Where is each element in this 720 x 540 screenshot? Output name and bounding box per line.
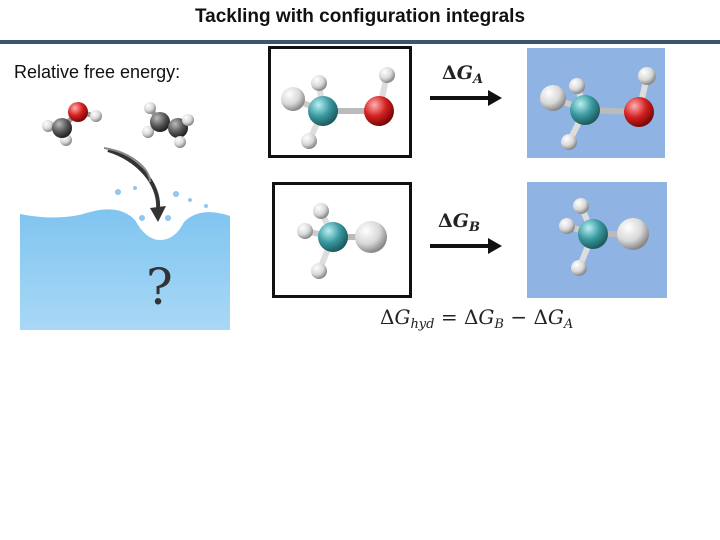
water-droplets xyxy=(115,186,208,221)
chloromethane-3d-icon xyxy=(297,203,387,279)
hydration-free-energy-equation: ΔGhyd = ΔGB − ΔGA xyxy=(380,305,574,332)
curved-arrow-icon xyxy=(103,147,166,222)
water-splash xyxy=(20,209,230,330)
title-divider xyxy=(0,40,720,44)
slide-title: Tackling with configuration integrals xyxy=(194,6,526,27)
right-arrow-icon xyxy=(430,90,502,106)
methanol-molecule-icon xyxy=(42,102,102,146)
molecule-b-solvated-panel xyxy=(527,182,667,298)
hydration-illustration xyxy=(20,102,230,330)
delta-g-b-label: ΔGB xyxy=(438,210,480,235)
question-mark: ? xyxy=(146,258,173,316)
methanol-3d-icon xyxy=(281,67,395,149)
methanol-solvated-icon xyxy=(540,67,656,150)
right-arrow-icon xyxy=(430,238,502,254)
ethane-molecule-icon xyxy=(142,102,194,148)
molecule-a-solvated-panel xyxy=(527,48,665,158)
molecule-a-vacuum-panel xyxy=(268,46,412,158)
slide-subtitle: Relative free energy: xyxy=(14,62,181,82)
molecule-b-vacuum-panel xyxy=(272,182,412,298)
delta-g-a-label: ΔGA xyxy=(442,62,484,87)
chloromethane-solvated-icon xyxy=(559,198,649,276)
